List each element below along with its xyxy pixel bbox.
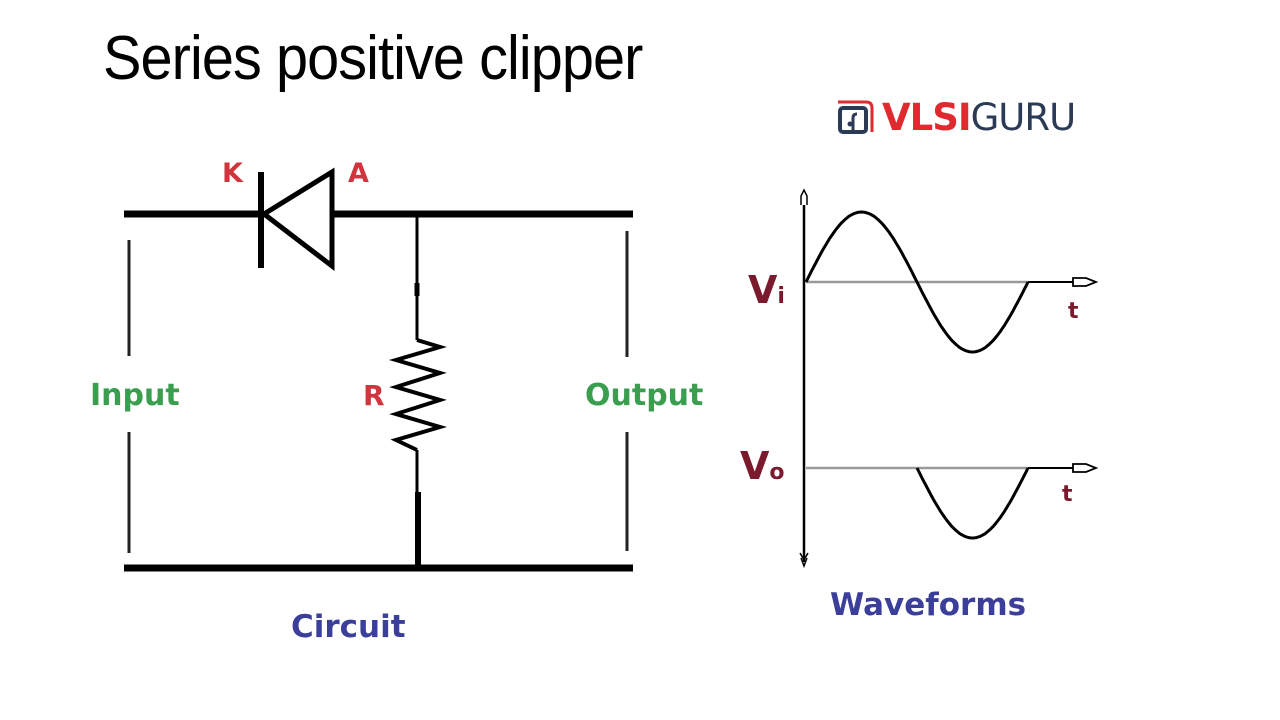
chip-logo-icon: [838, 100, 874, 134]
logo-text-vlsi: VLSI: [882, 95, 972, 139]
vo-time-label: t: [1062, 482, 1073, 507]
resistor-zigzag: [388, 338, 448, 452]
circuit-caption: Circuit: [291, 609, 406, 645]
diode-symbol: [258, 167, 335, 272]
resistor-label: R: [363, 379, 385, 412]
axis-down-arrow-icon: [799, 552, 809, 569]
vi-time-label: t: [1068, 299, 1079, 324]
waveforms: Vi t Vo t Waveforms: [740, 188, 1099, 623]
vi-time-arrow-icon: [1072, 277, 1099, 287]
vi-sine-wave: [804, 210, 1030, 354]
waveforms-caption: Waveforms: [830, 587, 1026, 623]
circuit: K A R Input Output Circuit: [90, 158, 703, 645]
slide-title: Series positive clipper: [103, 24, 643, 93]
vo-label: Vo: [740, 444, 785, 488]
vi-label: Vi: [748, 268, 785, 312]
vo-clipped-wave: [915, 467, 1030, 540]
vo-label-sub: o: [769, 460, 784, 485]
vlsiguru-logo: VLSI GURU: [836, 95, 1077, 139]
diode-triangle: [259, 167, 335, 272]
logo-text-guru: GURU: [970, 95, 1077, 139]
vo-time-arrow-icon: [1072, 463, 1099, 473]
input-label: Input: [90, 378, 180, 413]
cathode-label: K: [222, 158, 244, 189]
vi-label-main: V: [748, 268, 778, 312]
output-label: Output: [585, 378, 703, 413]
vo-label-main: V: [740, 444, 770, 488]
axis-up-arrow-icon: [800, 188, 808, 205]
anode-label: A: [348, 158, 369, 189]
vi-label-sub: i: [777, 284, 785, 309]
